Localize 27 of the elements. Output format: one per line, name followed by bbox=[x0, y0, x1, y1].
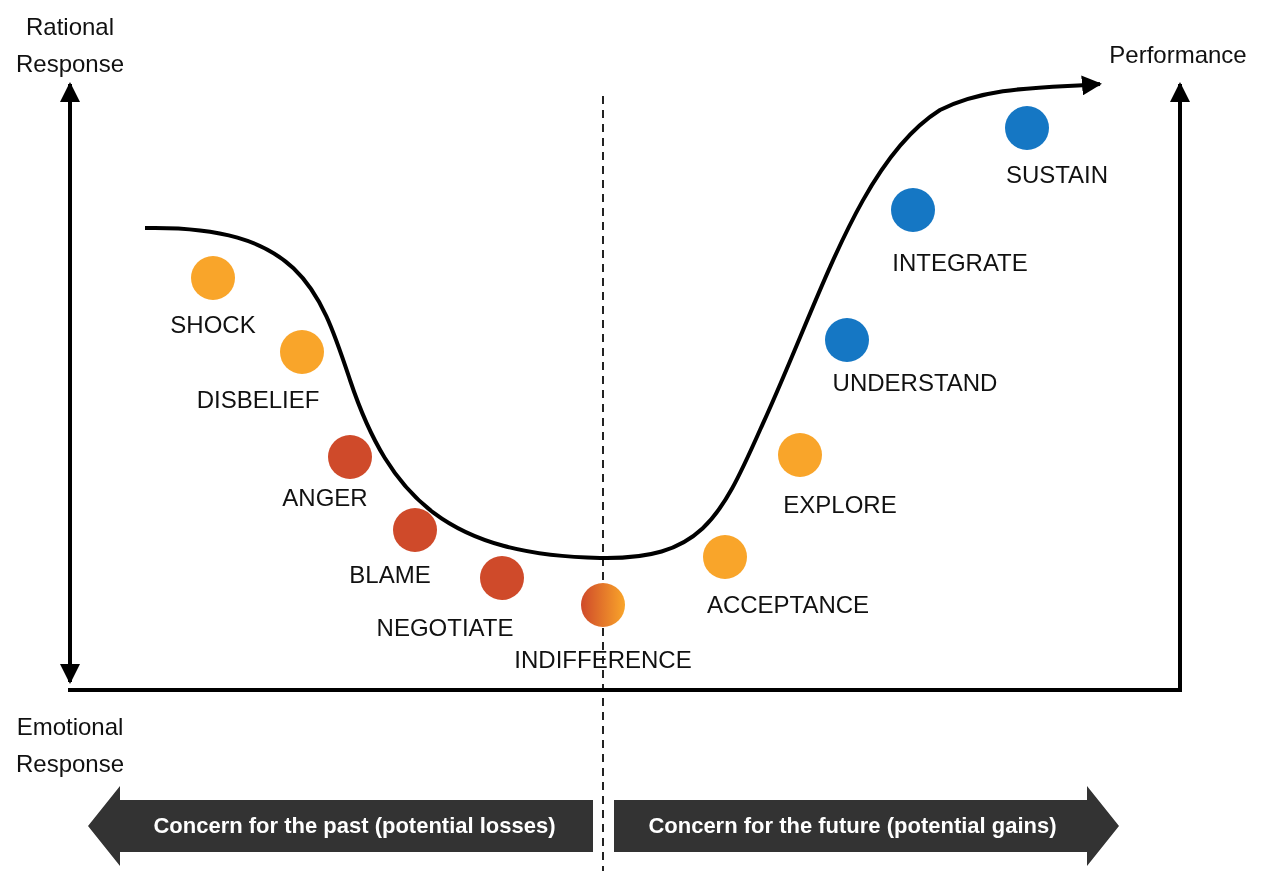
stage-circle bbox=[778, 433, 822, 477]
stage-circle bbox=[280, 330, 324, 374]
stage-label: DISBELIEF bbox=[196, 388, 320, 412]
stage-circle bbox=[891, 188, 935, 232]
stage-label: INTEGRATE bbox=[892, 251, 1028, 275]
axis-label: Emotional Response bbox=[14, 712, 126, 780]
stage-circle bbox=[1005, 106, 1049, 150]
axis-label: Performance bbox=[1108, 40, 1248, 70]
stage-label: BLAME bbox=[349, 563, 431, 587]
stage-circle bbox=[191, 256, 235, 300]
stage-circle bbox=[825, 318, 869, 362]
stage-label: NEGOTIATE bbox=[376, 616, 514, 640]
stage-circle bbox=[703, 535, 747, 579]
stage-label: EXPLORE bbox=[783, 493, 897, 517]
stage-circle bbox=[393, 508, 437, 552]
stage-label: UNDERSTAND bbox=[832, 371, 998, 395]
stage-circle bbox=[328, 435, 372, 479]
stage-circle bbox=[480, 556, 524, 600]
stage-label: ACCEPTANCE bbox=[706, 593, 870, 617]
stage-label: ANGER bbox=[282, 486, 368, 510]
stage-label: SHOCK bbox=[170, 313, 256, 337]
axis-label: Rational Response bbox=[14, 12, 126, 80]
banner-text: Concern for the past (potential losses) bbox=[153, 813, 556, 839]
stage-circle bbox=[581, 583, 625, 627]
stage-label: INDIFFERENCE bbox=[514, 648, 692, 672]
banner-text: Concern for the future (potential gains) bbox=[648, 813, 1057, 839]
stage-label: SUSTAIN bbox=[1005, 163, 1109, 187]
